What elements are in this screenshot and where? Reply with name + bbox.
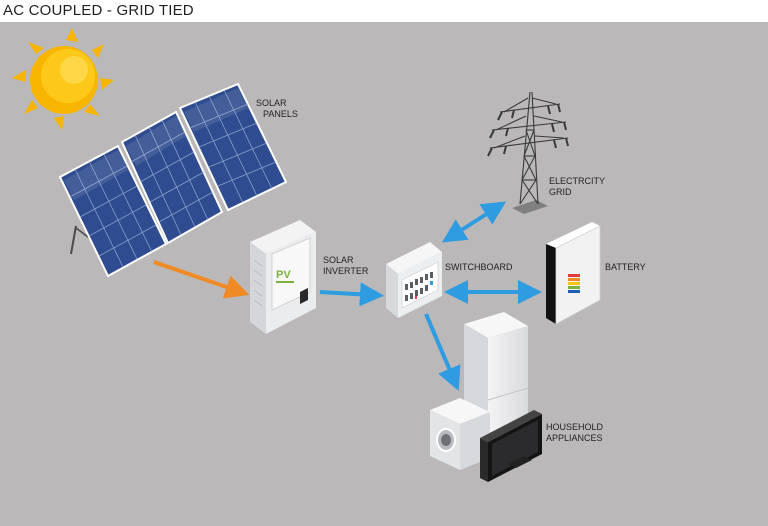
flow-arrows — [153, 201, 542, 392]
solar-inverter-label: SOLAR INVERTER — [323, 255, 368, 277]
diagram-title: AC COUPLED - GRID TIED — [3, 2, 194, 19]
inverter-to-switchboard-arrow — [319, 282, 384, 307]
household-appliances-label: HOUSEHOLD APPLIANCES — [546, 422, 603, 444]
battery-illustration — [546, 222, 601, 325]
household-appliances-label-line2: APPLIANCES — [546, 433, 603, 443]
household-appliances-label-line1: HOUSEHOLD — [546, 422, 604, 432]
electricity-grid-label-line2: GRID — [549, 187, 572, 197]
switchboard-illustration — [386, 242, 442, 318]
sun-icon — [12, 28, 114, 130]
inverter-logo: PV — [276, 269, 291, 281]
switchboard-to-appliances-arrow — [424, 313, 461, 392]
diagram-canvas — [0, 22, 768, 526]
title-bar: AC COUPLED - GRID TIED — [0, 0, 768, 22]
electricity-grid-label: ELECTRCITY GRID — [549, 176, 605, 198]
solar-panels-illustration — [58, 82, 288, 278]
electricity-grid-label-line1: ELECTRCITY — [549, 176, 606, 186]
solar-inverter-label-line1: SOLAR — [323, 255, 354, 265]
electricity-pylon-illustration — [487, 91, 569, 214]
solar-panels-label-line2: PANELS — [263, 109, 298, 119]
household-appliances-illustration — [430, 312, 542, 482]
solar-panels-label-line1: SOLAR — [256, 98, 287, 108]
solar-inverter-illustration: PV — [250, 220, 316, 334]
switchboard-grid-arrow — [441, 201, 507, 243]
solar-panels-label: SOLAR PANELS — [256, 98, 298, 120]
solar-to-inverter-arrow — [153, 260, 250, 299]
switchboard-label: SWITCHBOARD — [445, 262, 513, 272]
battery-label: BATTERY — [605, 262, 646, 272]
solar-inverter-label-line2: INVERTER — [323, 266, 369, 276]
